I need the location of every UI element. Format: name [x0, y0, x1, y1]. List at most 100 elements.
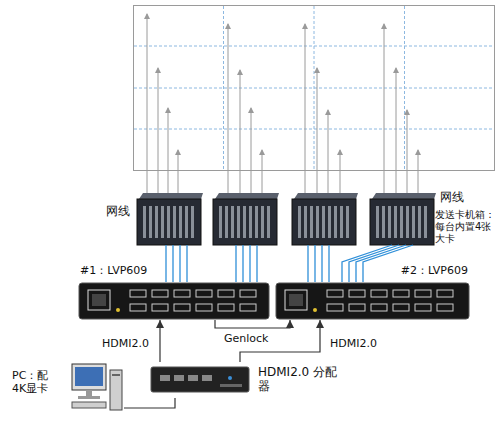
drawing-part: [349, 290, 365, 297]
drawing-part: [223, 6, 224, 170]
drawing-part: [243, 206, 246, 238]
drawing-part: [130, 304, 146, 311]
sender-chassis: [292, 193, 358, 245]
drawing-part: [178, 150, 179, 197]
drawing-part: [400, 206, 403, 238]
led-wall: [134, 6, 495, 171]
drawing-part: [151, 367, 249, 392]
drawing-part: [75, 367, 103, 386]
drawing-part: [388, 206, 391, 238]
drawing-part: [152, 290, 168, 297]
drawing-part: [134, 46, 494, 47]
drawing-part: [155, 206, 158, 238]
drawing-part: [349, 304, 365, 311]
drawing-part: [415, 304, 431, 311]
drawing-part: [86, 390, 92, 396]
drawing-part: [256, 245, 257, 282]
device-label: HDMI2.0 分配器: [258, 365, 348, 394]
drawing-part: [139, 193, 203, 199]
drawing-part: [116, 308, 120, 312]
device-node: #1：LVP609: [78, 264, 270, 320]
drawing-part: [249, 245, 250, 282]
drawing-part: [255, 206, 258, 238]
drawing-part: [242, 245, 243, 282]
note-label: 发送卡机箱：每台内置4张大卡: [435, 209, 497, 245]
drawing-part: [130, 290, 146, 297]
drawing-part: [393, 290, 409, 297]
drawing-part: [310, 206, 313, 238]
drawing-part: [305, 24, 306, 197]
drawing-part: [327, 304, 343, 311]
network-cables: [166, 245, 413, 282]
sender-chassis: [137, 193, 203, 245]
sender-chassis: [213, 193, 279, 245]
connector-label: Genlock: [222, 332, 270, 345]
drawing-part: [376, 206, 427, 238]
drawing-part: [219, 206, 222, 238]
drawing-part: [225, 206, 228, 238]
drawing-part: [240, 304, 256, 311]
signal-connector: [159, 320, 160, 362]
device-label: PC：配 4K显卡: [12, 369, 64, 395]
drawing-part: [262, 150, 263, 197]
wall-grid: [134, 6, 494, 170]
drawing-part: [322, 206, 325, 238]
drawing-part: [191, 206, 194, 238]
processor-device: [78, 282, 270, 320]
drawing-part: [415, 290, 431, 297]
drawing-part: [418, 206, 421, 238]
connector-label: HDMI2.0: [328, 337, 379, 350]
drawing-part: [168, 108, 169, 197]
drawing-part: [393, 304, 409, 311]
drawing-part: [72, 364, 106, 390]
drawing-part: [110, 370, 122, 410]
drawing-part: [173, 206, 176, 238]
drawing-part: [372, 193, 436, 199]
drawing-part: [370, 199, 434, 245]
drawing-part: [371, 304, 387, 311]
drawing-part: [188, 375, 198, 381]
drawing-part: [321, 245, 322, 282]
splitter-device: [150, 366, 250, 393]
feed-lines: [147, 14, 418, 197]
drawing-part: [215, 193, 279, 199]
drawing-part: [149, 206, 152, 238]
drawing-part: [437, 290, 453, 297]
drawing-part: [327, 290, 343, 297]
drawing-part: [285, 290, 307, 310]
drawing-part: [147, 14, 148, 197]
pc-icon: [70, 362, 124, 414]
drawing-part: [165, 245, 166, 282]
drawing-part: [346, 206, 349, 238]
drawing-part: [328, 206, 331, 238]
drawing-part: [152, 304, 168, 311]
drawing-part: [394, 206, 397, 238]
drawing-part: [231, 206, 234, 238]
device-node: #2：LVP609: [275, 264, 470, 320]
drawing-part: [376, 206, 379, 238]
drawing-part: [240, 290, 256, 297]
drawing-part: [196, 304, 212, 311]
drawing-part: [267, 206, 270, 238]
drawing-part: [294, 193, 358, 199]
drawing-part: [158, 68, 159, 197]
signal-connector: [215, 320, 290, 328]
drawing-part: [179, 245, 180, 282]
drawing-part: [289, 294, 303, 306]
drawing-part: [298, 206, 349, 238]
drawing-part: [137, 199, 201, 245]
drawing-part: [396, 68, 397, 197]
device-label: #1：LVP609: [80, 264, 147, 277]
drawing-part: [406, 206, 409, 238]
drawing-part: [314, 245, 315, 282]
drawing-part: [317, 68, 318, 197]
drawing-part: [185, 206, 188, 238]
drawing-part: [304, 206, 307, 238]
drawing-part: [237, 206, 240, 238]
drawing-part: [172, 245, 173, 282]
drawing-part: [202, 375, 212, 381]
drawing-part: [407, 110, 408, 197]
drawing-part: [88, 290, 110, 310]
